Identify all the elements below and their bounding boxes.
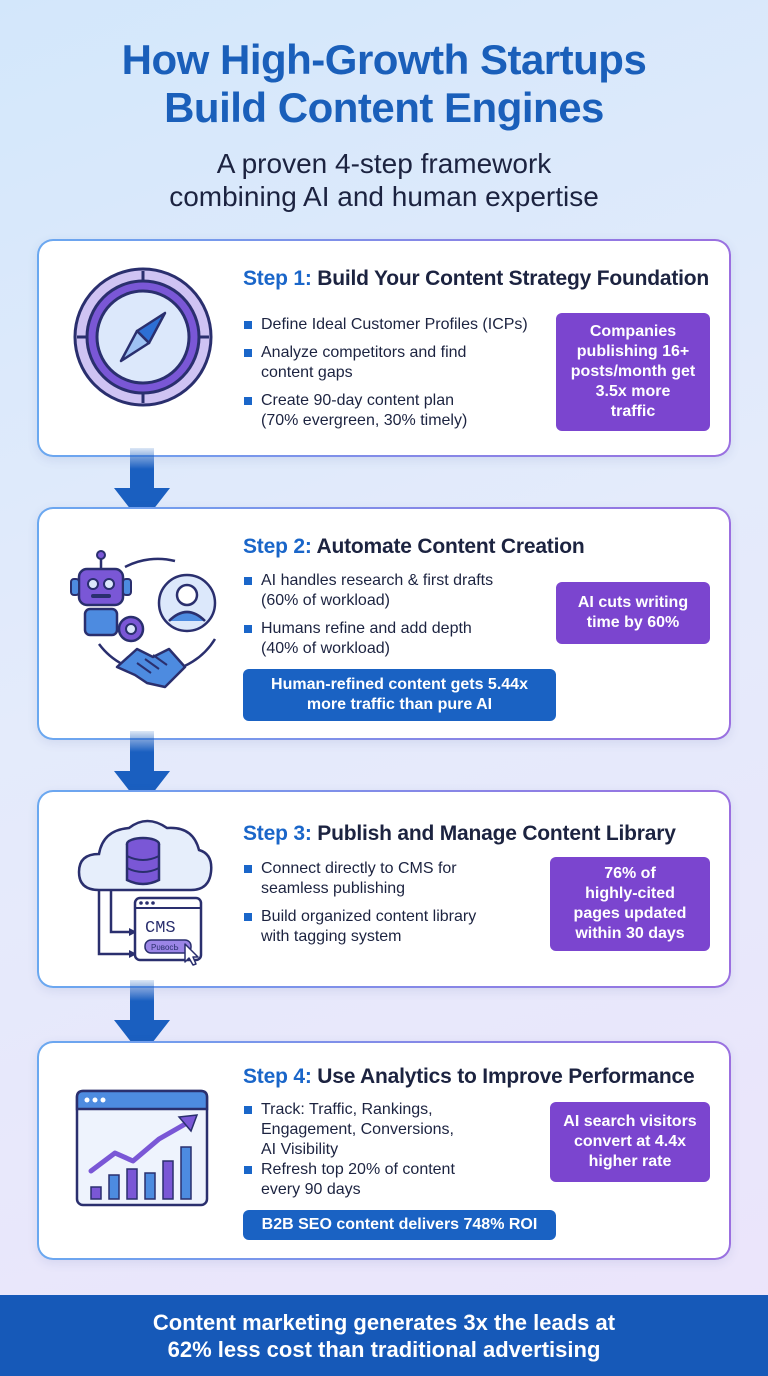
page-title: How High-Growth Startups Build Content E… (0, 36, 768, 132)
step-number: Step 3: (243, 822, 312, 845)
step-2-card: Step 2: Automate Content Creation AI han… (37, 507, 731, 740)
robot-human-handshake-icon (70, 550, 217, 689)
step-2-bullets: AI handles research & first drafts(60% o… (243, 571, 543, 667)
stat-box: Companies publishing 16+ posts/month get… (556, 313, 710, 431)
subtitle-line-2: combining AI and human expertise (169, 181, 599, 212)
step-title-text: Publish and Manage Content Library (317, 822, 676, 845)
step-title-text: Automate Content Creation (316, 535, 585, 558)
step-3-title: Step 3: Publish and Manage Content Libra… (243, 822, 676, 846)
cms-label: CMS (145, 919, 176, 938)
step-4-title: Step 4: Use Analytics to Improve Perform… (243, 1065, 695, 1089)
subtitle-line-1: A proven 4-step framework (216, 148, 552, 179)
step-number: Step 4: (243, 1065, 312, 1088)
footer-line-2: 62% less cost than traditional advertisi… (167, 1336, 601, 1362)
step-2-title: Step 2: Automate Content Creation (243, 535, 585, 559)
step-title-text: Build Your Content Strategy Foundation (317, 267, 710, 290)
title-line-2: Build Content Engines (164, 84, 604, 131)
list-item: AI handles research & first drafts(60% o… (243, 571, 543, 611)
compass-icon (73, 267, 213, 407)
stat-box: AI search visitors convert at 4.4x highe… (550, 1102, 710, 1182)
step-1-title: Step 1: Build Your Content Strategy Foun… (243, 267, 709, 291)
list-item: Define Ideal Customer Profiles (ICPs) (243, 315, 543, 335)
step-4-bullets: Track: Traffic, Rankings,Engagement, Con… (243, 1100, 543, 1208)
step-title-text: Use Analytics to Improve Performance (317, 1065, 695, 1088)
arrow-down-icon (114, 731, 170, 807)
footer-banner: Content marketing generates 3x the leads… (0, 1295, 768, 1376)
list-item: Create 90-day content plan(70% evergreen… (243, 391, 543, 431)
publish-button-label: PᴜʙᴏᴄЬ (151, 943, 179, 952)
step-3-card: CMS PᴜʙᴏᴄЬ Step 3: Publish and Manage Co… (37, 790, 731, 988)
title-line-1: How High-Growth Startups (121, 36, 647, 83)
step-number: Step 2: (243, 535, 312, 558)
list-item: Humans refine and add depth(40% of workl… (243, 619, 543, 659)
arrow-down-icon (114, 980, 170, 1056)
footer-line-1: Content marketing generates 3x the leads… (152, 1309, 616, 1335)
stat-box: AI cuts writing time by 60% (556, 582, 710, 644)
step-number: Step 1: (243, 267, 312, 290)
callout-box: B2B SEO content delivers 748% ROI (243, 1210, 556, 1240)
stat-box: 76% of highly-cited pages updated within… (550, 857, 710, 951)
analytics-chart-icon (75, 1089, 209, 1207)
step-1-bullets: Define Ideal Customer Profiles (ICPs) An… (243, 315, 543, 439)
step-1-card: Step 1: Build Your Content Strategy Foun… (37, 239, 731, 457)
step-4-card: Step 4: Use Analytics to Improve Perform… (37, 1041, 731, 1260)
page-subtitle: A proven 4-step framework combining AI a… (0, 147, 768, 213)
cloud-database-cms-icon: CMS PᴜʙᴏᴄЬ (77, 819, 213, 966)
list-item: Track: Traffic, Rankings,Engagement, Con… (243, 1100, 543, 1160)
arrow-down-icon (114, 448, 170, 524)
callout-box: Human-refined content gets 5.44x more tr… (243, 669, 556, 721)
